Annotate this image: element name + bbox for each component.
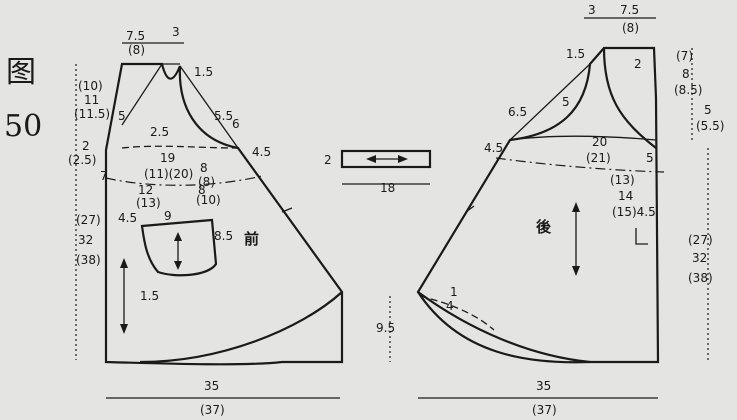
front-bottom-dim-a: 35 <box>204 379 219 393</box>
back-row-20: 20 <box>592 135 607 149</box>
front-pocket-dim-9: 9 <box>164 209 172 223</box>
back-label: 後 <box>535 218 552 236</box>
front-dim-lines <box>75 42 340 399</box>
back-hem-dim-4: 4 <box>446 299 454 313</box>
front-top-dim-a: 7.5 <box>126 29 145 43</box>
back-right-upper-b: 8 <box>682 67 690 81</box>
front-shoulder-dim: 1.5 <box>194 65 213 79</box>
back-right-upper-c: (8.5) <box>674 83 702 97</box>
front-left-mid-b: (2.5) <box>68 153 96 167</box>
back-right-upper-a: (7) <box>676 49 693 63</box>
front-row-12b: (13) <box>136 196 161 210</box>
back-top-dim-b: 7.5 <box>620 3 639 17</box>
back-notch <box>465 205 475 213</box>
back-top-dim-a: 3 <box>588 3 596 17</box>
front-left-lower-a: (27) <box>76 213 101 227</box>
front-chest-line <box>121 145 239 149</box>
figure-title-char: 图 <box>6 55 36 90</box>
front-row-8a: 8 <box>200 161 208 175</box>
front-row-19: 19 <box>160 151 175 165</box>
back-neck-dim: 2 <box>634 57 642 71</box>
back-arm-guide <box>509 63 591 141</box>
figure-number: 50 <box>4 109 42 144</box>
back-row-21: (21) <box>586 151 611 165</box>
front-top-dim-b: (8) <box>128 43 145 57</box>
front-top-dim-c: 3 <box>172 25 180 39</box>
back-piece <box>416 46 665 364</box>
back-arm-dim-a: 6.5 <box>508 105 527 119</box>
back-bottom-dim-b: (37) <box>532 403 557 417</box>
front-side-dim: 4.5 <box>252 145 271 159</box>
back-waist-line <box>495 157 665 173</box>
back-dim-lines <box>389 17 709 399</box>
back-shoulder-dim: 1.5 <box>566 47 585 61</box>
front-pocket <box>140 218 218 277</box>
front-left-upper-a: (10) <box>78 79 103 93</box>
back-outline <box>416 46 660 364</box>
strap-piece <box>340 149 432 185</box>
front-row-19b: (11)(20) <box>144 167 193 181</box>
strap-rect <box>340 149 432 169</box>
front-pocket-dim-45: 4.5 <box>118 211 137 225</box>
front-left-upper-b: 11 <box>84 93 99 107</box>
front-label: 前 <box>244 230 259 248</box>
front-hem-curve <box>139 291 343 364</box>
back-chest-line <box>509 135 657 141</box>
front-pocket-bottom-dim: 1.5 <box>140 289 159 303</box>
front-row-8b: (8) <box>198 175 215 189</box>
back-right-mid-b: (5.5) <box>696 119 724 133</box>
back-bottom-dim-a: 35 <box>536 379 551 393</box>
front-arm-dim-b: 6 <box>232 117 240 131</box>
back-row-14: 14 <box>618 189 633 203</box>
back-arm-dim-b: 5 <box>562 95 570 109</box>
front-neck-curve-dim: 2.5 <box>150 125 169 139</box>
front-row-8c: 8 <box>198 183 206 197</box>
front-bottom-dim-b: (37) <box>200 403 225 417</box>
back-side-dim: 4.5 <box>484 141 503 155</box>
front-arm-guide <box>179 65 239 149</box>
front-piece <box>104 62 344 366</box>
back-hem-curve <box>417 291 591 364</box>
front-left-lower-b: 32 <box>78 233 93 247</box>
back-right-lower-b: 32 <box>692 251 707 265</box>
front-notch <box>281 207 293 213</box>
front-row-10: (10) <box>196 193 221 207</box>
front-arm-dim-a: 5.5 <box>214 109 233 123</box>
back-row-13: (13) <box>610 173 635 187</box>
back-right-mid-a: 5 <box>704 103 712 117</box>
back-right-lower-c: (38) <box>688 271 713 285</box>
front-left-mid-a: 2 <box>82 139 90 153</box>
back-top-dim-c: (8) <box>622 21 639 35</box>
back-hem-guide <box>419 295 495 331</box>
back-row-15: (15)4.5 <box>612 205 656 219</box>
back-hem-height: 9.5 <box>376 321 395 335</box>
front-row-7: 7 <box>100 169 108 183</box>
back-neckline <box>602 47 657 149</box>
back-right-lower-a: (27) <box>688 233 713 247</box>
back-row-5: 5 <box>646 151 654 165</box>
back-hem-dim-1: 1 <box>450 285 458 299</box>
front-waist-line <box>105 175 263 186</box>
front-outline <box>104 62 344 366</box>
strap-length: 18 <box>380 181 395 195</box>
strap-width: 2 <box>324 153 332 167</box>
front-neck-dim: 5 <box>118 109 126 123</box>
front-left-upper-c: (11.5) <box>74 107 110 121</box>
front-left-lower-c: (38) <box>76 253 101 267</box>
back-marker <box>635 228 648 245</box>
front-neck-guide <box>121 63 163 126</box>
front-row-12: 12 <box>138 183 153 197</box>
front-pocket-dim-85: 8.5 <box>214 229 233 243</box>
